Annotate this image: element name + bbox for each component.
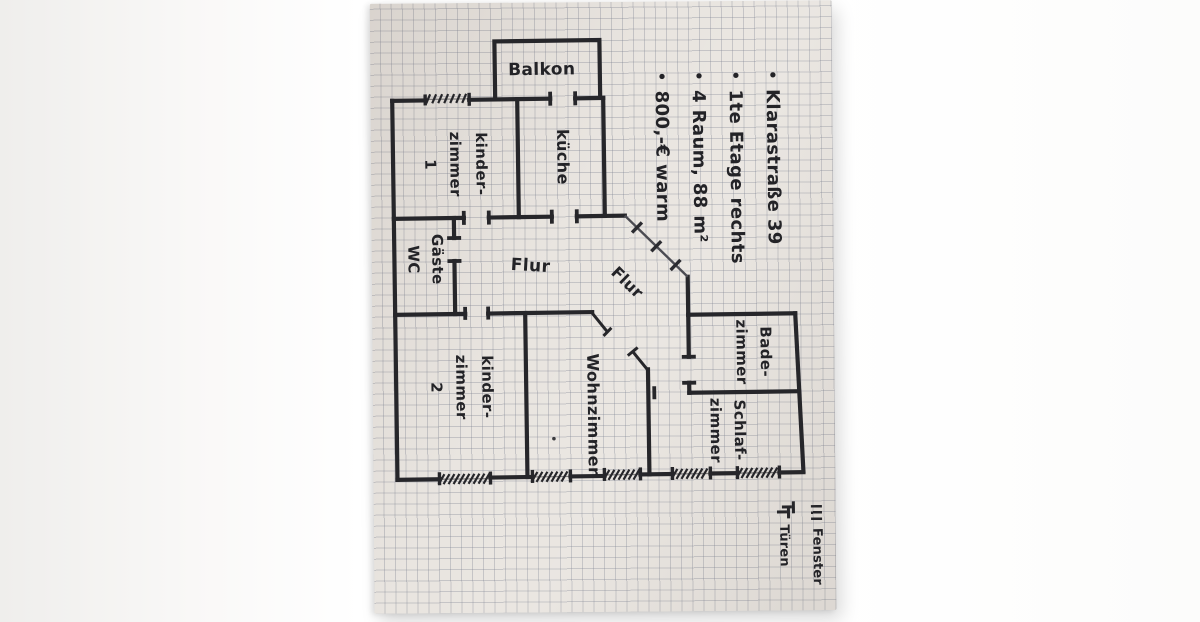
photo-of-floorplan: { "notes": { "bullet": "•", "lines": ["K… [0,0,1200,600]
note-line-4: • 800,-€ warm [650,71,674,256]
legend-item-tueren: Türen [776,505,792,587]
room-label-schlafzimmer: Schlaf- zimmer [703,394,752,467]
room-label-balkon: Balkon [506,56,578,83]
door-symbol-mark [782,500,795,513]
room-label-kinderzimmer-2: kinder- zimmer 2 [422,341,500,434]
note-text-rent: 800,-€ warm [651,90,674,222]
room-label-badezimmer: Bade- zimmer [729,316,778,389]
note-text-floor: 1te Etage rechts [725,89,748,264]
room-label-kinderzimmer-1: kinder- zimmer 1 [416,118,494,211]
note-line-2: • 1te Etage rechts [724,70,748,255]
floorplan-drawing [0,0,1200,608]
notes-list: • Klarastraße 39 • 1te Etage rechts • 4 … [650,70,785,257]
bullet-icon: • [727,70,745,80]
window-symbol-icon [811,505,822,522]
ink-dot [552,437,556,441]
legend-label-tueren: Türen [776,524,792,567]
room-label-gaeste-wc: Gäste WC [401,231,450,288]
room-label-kueche: küche [549,121,575,193]
legend-label-fenster: Fenster [809,528,825,585]
note-line-1: • Klarastraße 39 [761,70,785,255]
legend-item-fenster: Fenster [809,505,825,587]
photo-area: Balkon küche kinder- zimmer 1 Gäste WC F… [0,0,1200,608]
bullet-icon: • [764,70,782,80]
note-line-3: • 4 Raum, 88 m² [687,71,711,256]
room-label-flur: Flur [504,252,557,281]
note-text-address: Klarastraße 39 [762,89,785,245]
bullet-icon: • [653,71,671,81]
legend: Fenster Türen [776,505,825,588]
note-text-size: 4 Raum, 88 m² [688,90,711,243]
room-label-wohnzimmer: Wohnzimmer [579,353,605,463]
bullet-icon: • [690,71,708,81]
